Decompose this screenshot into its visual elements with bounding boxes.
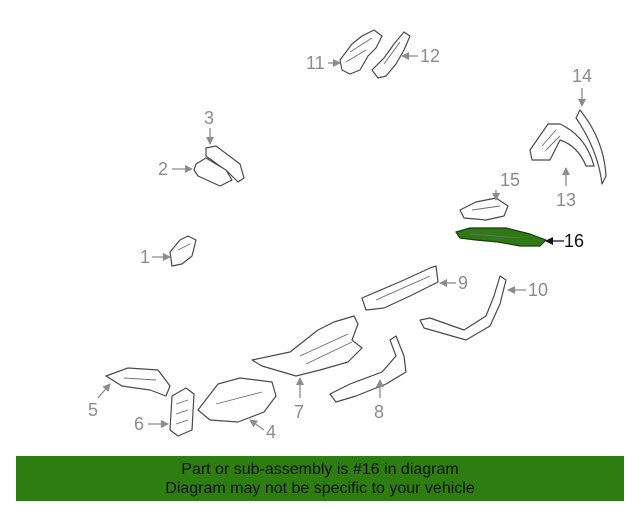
svg-text:9: 9: [458, 273, 468, 293]
parts-diagram: 11 12 3 2 1 14 13: [88, 29, 607, 442]
part-6[interactable]: [169, 387, 195, 437]
svg-text:6: 6: [134, 414, 144, 434]
banner-line-2: Diagram may not be specific to your vehi…: [165, 480, 475, 497]
part-10[interactable]: [419, 275, 507, 341]
callout-2: 2: [158, 159, 193, 179]
callout-16: 16: [545, 231, 584, 251]
part-12[interactable]: [371, 31, 411, 79]
part-16-highlighted[interactable]: [455, 227, 547, 247]
svg-text:12: 12: [420, 46, 440, 66]
callout-15: 15: [492, 170, 520, 201]
part-4[interactable]: [197, 377, 277, 423]
callout-6: 6: [134, 414, 169, 434]
svg-text:8: 8: [374, 402, 384, 422]
callout-7: 7: [294, 377, 304, 422]
part-1[interactable]: [169, 235, 197, 267]
callout-9: 9: [439, 273, 468, 293]
callout-12: 12: [401, 46, 440, 66]
callout-4: 4: [249, 419, 276, 442]
svg-text:5: 5: [88, 400, 98, 420]
svg-text:15: 15: [500, 170, 520, 190]
svg-text:14: 14: [572, 66, 592, 86]
callout-11: 11: [306, 53, 341, 73]
part-14[interactable]: [575, 109, 607, 185]
svg-text:3: 3: [204, 108, 214, 128]
part-11[interactable]: [339, 29, 383, 75]
svg-text:1: 1: [140, 247, 150, 267]
svg-text:11: 11: [306, 53, 325, 73]
info-banner: Part or sub-assembly is #16 in diagram D…: [16, 456, 624, 501]
svg-text:16: 16: [564, 231, 584, 251]
part-9[interactable]: [361, 265, 439, 311]
part-15[interactable]: [459, 197, 509, 221]
svg-text:13: 13: [556, 190, 576, 210]
part-7[interactable]: [251, 315, 363, 377]
banner-line-1: Part or sub-assembly is #16 in diagram: [181, 461, 459, 478]
callout-5: 5: [88, 383, 111, 420]
callout-13: 13: [556, 167, 576, 210]
callout-14: 14: [572, 66, 592, 107]
svg-text:2: 2: [158, 159, 168, 179]
callout-8: 8: [374, 379, 384, 422]
part-2[interactable]: [193, 157, 233, 187]
part-5[interactable]: [105, 367, 171, 397]
svg-text:7: 7: [294, 402, 304, 422]
callout-1: 1: [140, 247, 171, 267]
svg-text:10: 10: [528, 280, 548, 300]
callout-3: 3: [204, 108, 214, 145]
part-3[interactable]: [205, 145, 245, 183]
svg-text:4: 4: [266, 422, 276, 442]
part-13[interactable]: [529, 123, 595, 167]
callout-10: 10: [507, 280, 548, 300]
part-8[interactable]: [329, 335, 407, 403]
